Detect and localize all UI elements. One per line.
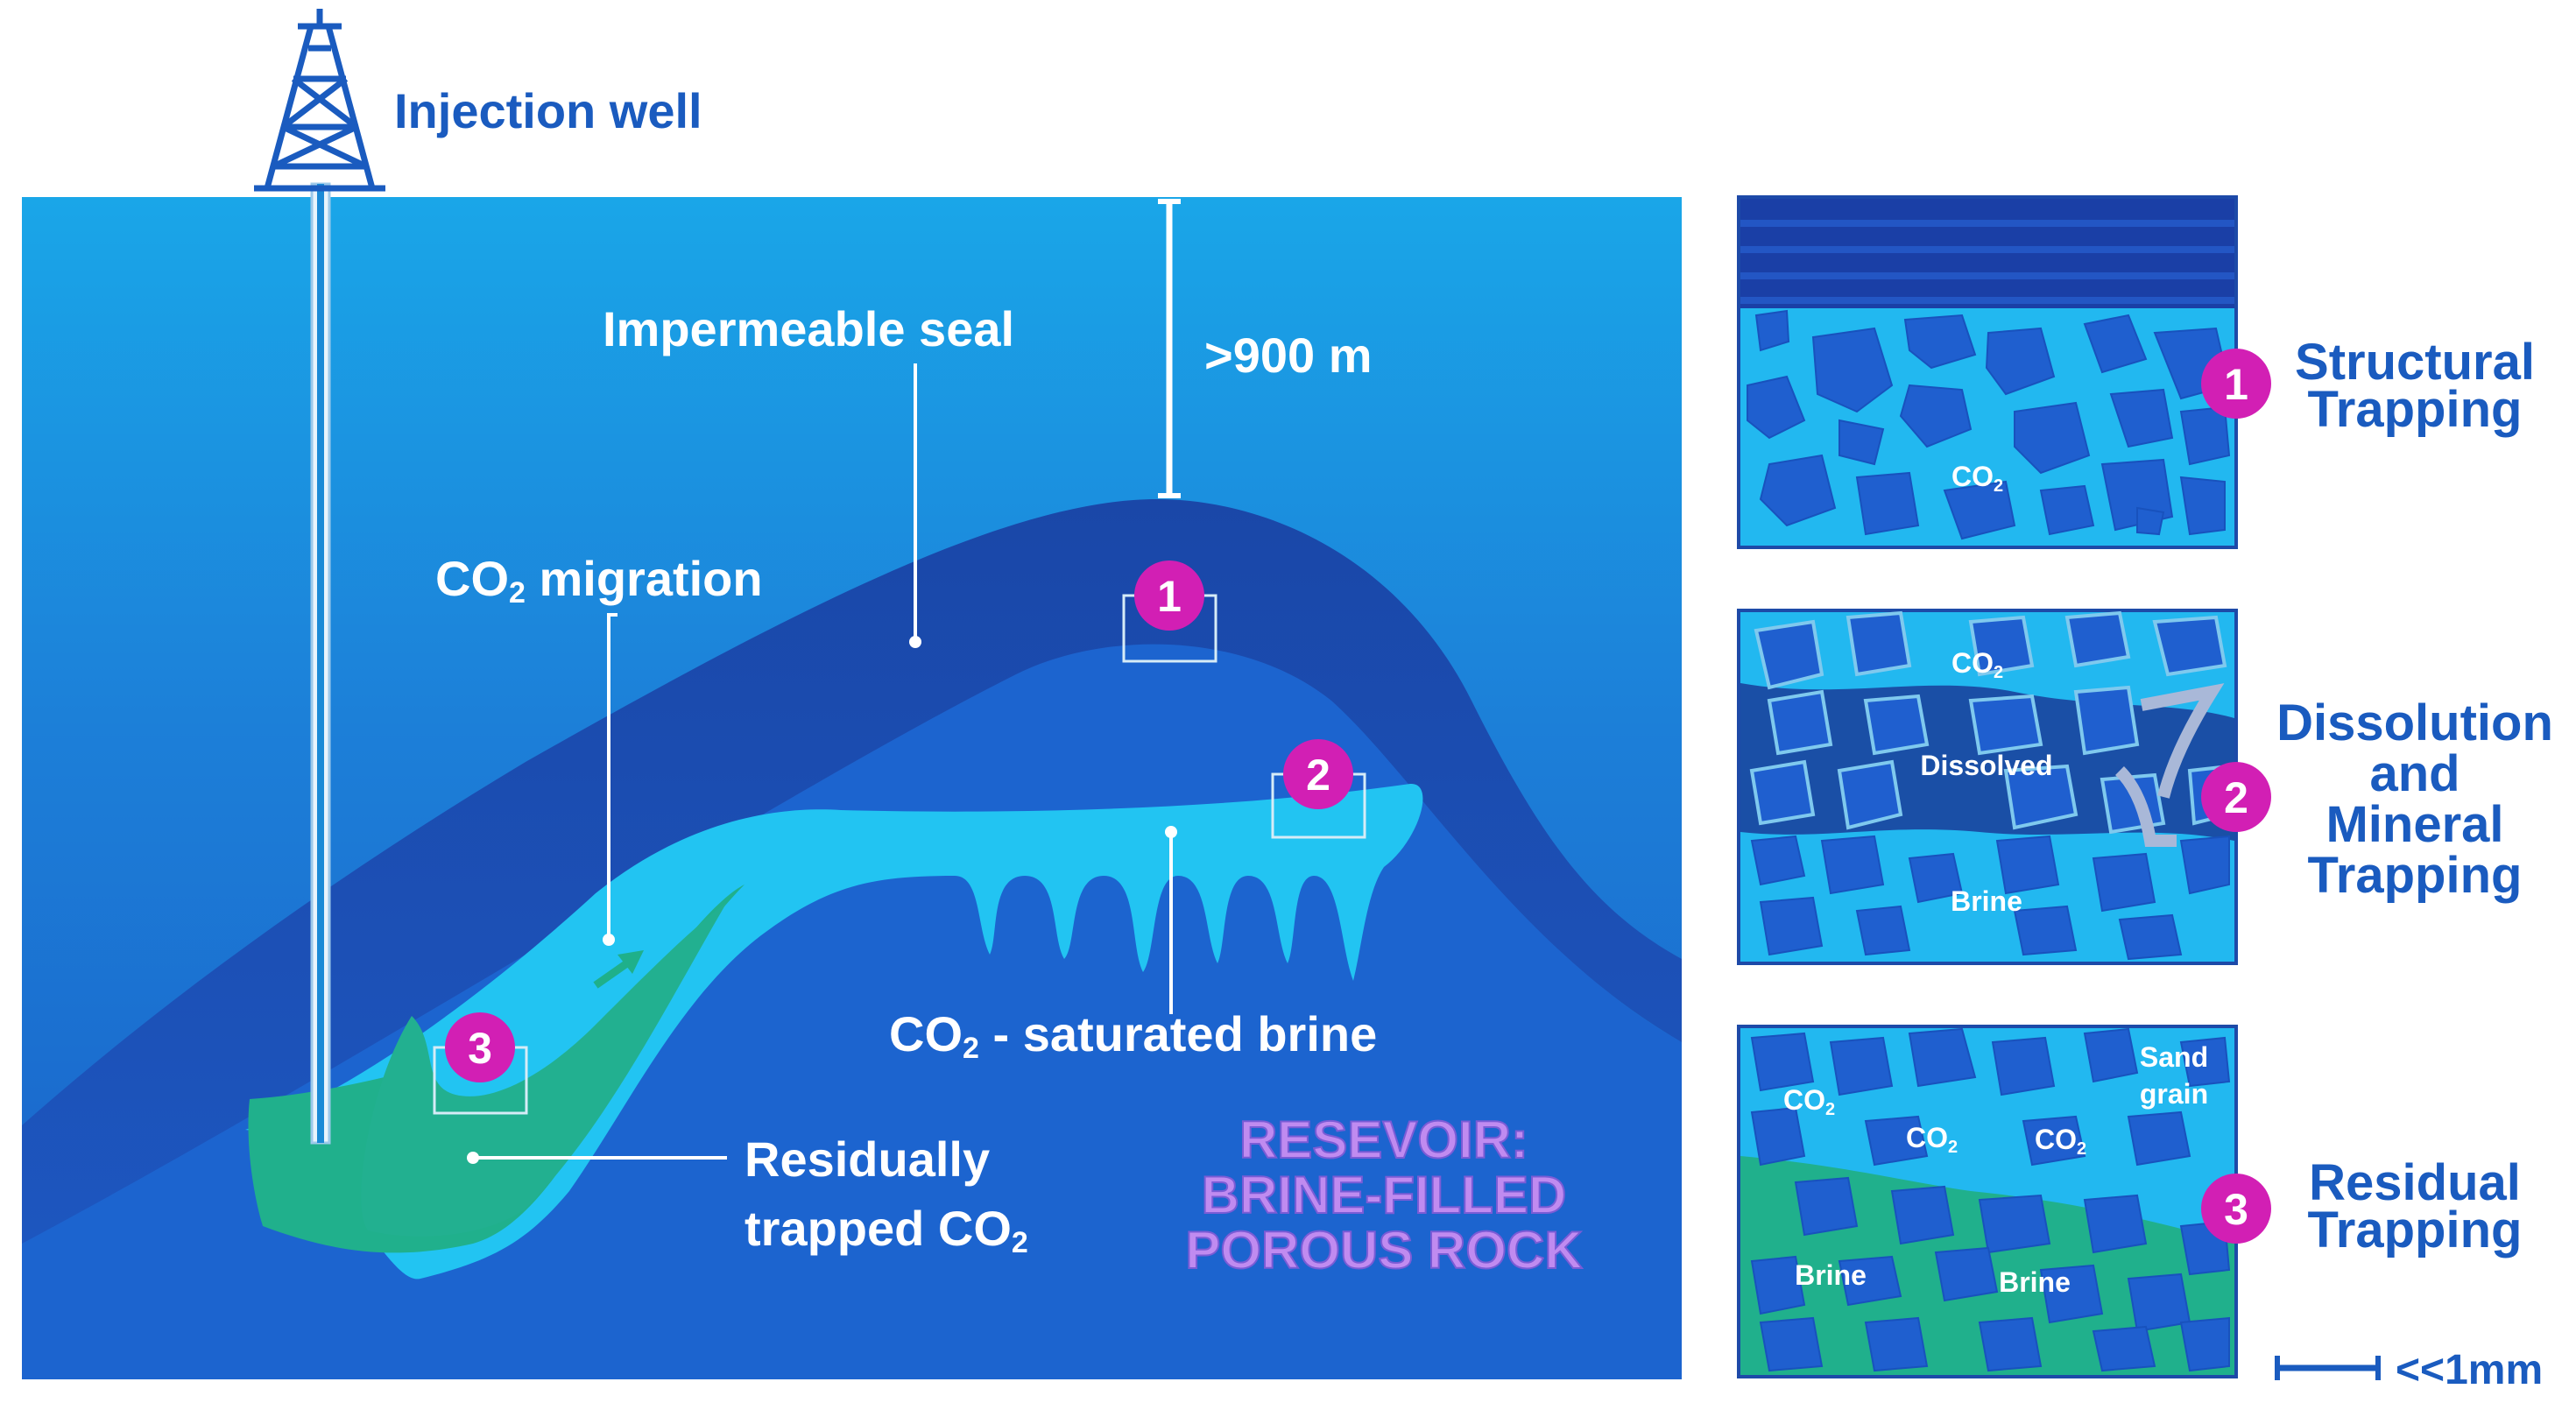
panel-1-marker xyxy=(2201,349,2271,419)
derrick-icon xyxy=(254,9,385,192)
migration-leader-dot xyxy=(603,934,615,946)
panel-3-grain-label: grain xyxy=(2140,1078,2208,1110)
panel-2-brine-label: Brine xyxy=(1951,885,2022,917)
saturated-leader-dot xyxy=(1165,826,1177,838)
svg-text:3: 3 xyxy=(468,1024,492,1073)
panel-3-grains xyxy=(1750,1027,2231,1372)
residual-leader-dot xyxy=(467,1152,479,1164)
panel-1-grains xyxy=(1747,309,2231,540)
panel-1-caprock-strata xyxy=(1740,220,2234,304)
panel-2-title-line2: and xyxy=(2369,745,2460,802)
panel-2-title-line3: Mineral xyxy=(2325,796,2503,853)
marker-3: 3 xyxy=(445,1012,515,1082)
panel-2-marker xyxy=(2201,762,2271,832)
panel-3-marker-number: 3 xyxy=(2224,1185,2248,1234)
panel-3-co2-label-1: CO2 xyxy=(1783,1084,1835,1119)
co2-migration-label: CO2 migration xyxy=(435,551,763,610)
panel-2-marker-number: 2 xyxy=(2224,773,2248,822)
panel-3-brine-label-2: Brine xyxy=(1999,1266,2071,1298)
migration-arrow-icon xyxy=(593,950,644,989)
panel-2-title-line4: Trapping xyxy=(2308,847,2523,904)
panel-1-title-line2: Trapping xyxy=(2308,381,2523,438)
migration-leader-line xyxy=(607,613,618,937)
residual-label-line2: trapped CO2 xyxy=(745,1201,1028,1259)
panel-3-sand-label: Sand xyxy=(2140,1041,2208,1073)
panel-1-co2-label: CO2 xyxy=(1951,461,2003,496)
injection-well-pipe-inner xyxy=(317,184,324,1143)
impermeable-seal-label: Impermeable seal xyxy=(603,301,1014,356)
svg-text:2: 2 xyxy=(1306,751,1330,800)
residual-co2-core xyxy=(361,902,727,1237)
panel-1-marker-number: 1 xyxy=(2224,360,2248,409)
seal-leader-dot xyxy=(909,636,921,648)
panel-1-caprock xyxy=(1740,199,2234,308)
marker-1: 1 xyxy=(1134,560,1204,631)
panel-2-grains xyxy=(1749,610,2231,835)
reservoir-label-line3: POROUS ROCK xyxy=(1185,1221,1582,1280)
panel-3-co2-label-2: CO2 xyxy=(1906,1122,1958,1157)
panel-2-title-line1: Dissolution xyxy=(2276,694,2553,751)
scale-label: <<1mm xyxy=(2396,1347,2543,1393)
reservoir-label-line2: BRINE-FILLED xyxy=(1202,1166,1567,1224)
panel-2-lower-grains xyxy=(1750,835,2230,961)
svg-text:1: 1 xyxy=(1157,572,1182,621)
panel-1-title-line1: Structural xyxy=(2295,334,2535,391)
panel-residual-trapping: CO2 CO2 CO2 Sand grain Brine Brine 3 Res… xyxy=(1737,1025,2523,1378)
reservoir-label: RESEVOIR: BRINE-FILLED POROUS ROCK xyxy=(1184,1110,1583,1280)
panel-dissolution-trapping: CO2 Dissolved Brine 2 Dissolution and Mi… xyxy=(1737,609,2553,965)
panel-3-title-line2: Trapping xyxy=(2308,1202,2523,1258)
impermeable-seal xyxy=(22,499,1682,1244)
depth-label: >900 m xyxy=(1204,328,1373,383)
panel-2-dissolved-label: Dissolved xyxy=(1920,750,2052,781)
residual-label-line1: Residually xyxy=(745,1132,990,1187)
panel-3-marker xyxy=(2201,1174,2271,1244)
panel-structural-trapping: CO2 1 Structural Trapping xyxy=(1737,195,2535,549)
scale-bar: <<1mm xyxy=(2275,1347,2543,1393)
reservoir-label-line1: RESEVOIR: xyxy=(1239,1110,1528,1169)
panel-2-co2-label: CO2 xyxy=(1951,647,2003,682)
co2-saturated-brine-label: CO2 - saturated brine xyxy=(889,1006,1377,1065)
main-cross-section: 1 2 3 Injection well Impermeable seal >9… xyxy=(22,9,1682,1379)
panel-2-mineral-crystal xyxy=(2114,683,2225,847)
marker-2: 2 xyxy=(1283,739,1353,809)
injection-well-label: Injection well xyxy=(394,83,702,138)
panel-3-co2-label-3: CO2 xyxy=(2035,1124,2086,1159)
panel-3-title-line1: Residual xyxy=(2309,1154,2521,1211)
panel-3-brine-label-1: Brine xyxy=(1795,1259,1867,1291)
